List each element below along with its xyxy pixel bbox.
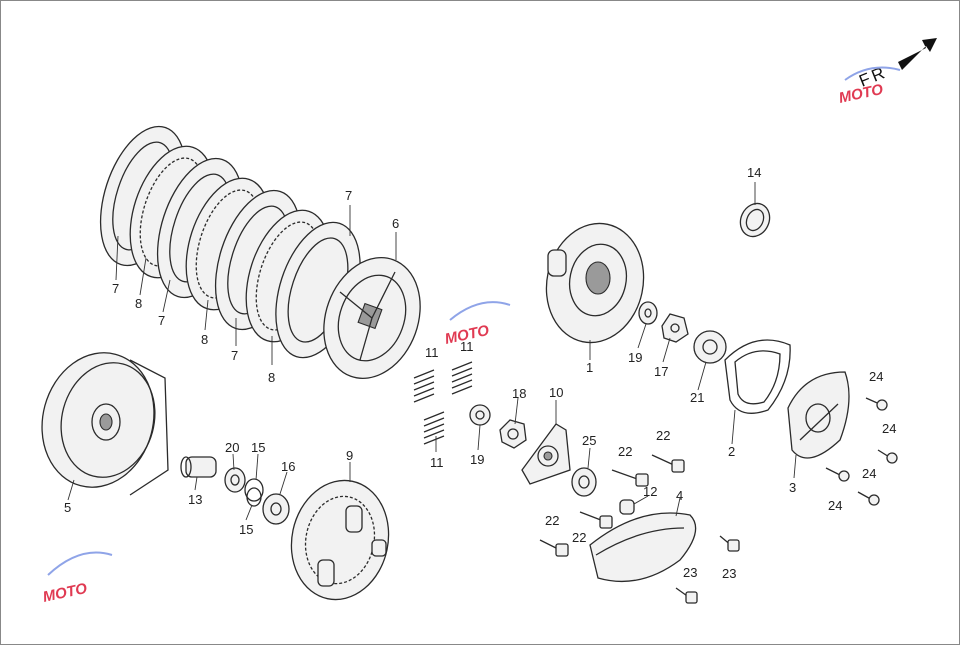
screw-24c — [825, 467, 850, 482]
callout-23: 23 — [722, 566, 736, 581]
leader-lines — [67, 182, 797, 521]
callout-1: 1 — [586, 360, 593, 375]
callout-20: 20 — [225, 440, 239, 455]
watermark-bottom-left: MOTO — [41, 551, 113, 606]
watermark-center: MOTO — [443, 301, 511, 348]
screw-24b — [877, 449, 898, 464]
clutch-hub — [545, 222, 645, 344]
spring-1 — [413, 369, 435, 403]
callout-19: 19 — [628, 350, 642, 365]
callout-22: 22 — [656, 428, 670, 443]
circlip-15b — [246, 487, 262, 507]
callout-4: 4 — [676, 488, 683, 503]
bolt-22b — [651, 454, 685, 473]
spring-2 — [451, 361, 473, 395]
callout-7: 7 — [345, 188, 352, 203]
callout-10: 10 — [549, 385, 563, 400]
washer-19b — [469, 404, 491, 426]
bush — [180, 456, 217, 478]
seal-21 — [693, 330, 727, 364]
washer-16 — [262, 493, 290, 525]
callout-19: 19 — [470, 452, 484, 467]
watermark-text: MOTO — [837, 81, 885, 107]
callout-18: 18 — [512, 386, 526, 401]
callout-24: 24 — [828, 498, 842, 513]
callout-22: 22 — [545, 513, 559, 528]
callout-15: 15 — [251, 440, 265, 455]
bearing-25 — [571, 467, 597, 497]
callout-7: 7 — [112, 281, 119, 296]
bolt-23a — [675, 587, 698, 604]
callout-11: 11 — [425, 345, 439, 360]
washer-19a — [638, 301, 658, 325]
callout-22: 22 — [572, 530, 586, 545]
callout-6: 6 — [392, 216, 399, 231]
callout-7: 7 — [231, 348, 238, 363]
callout-14: 14 — [747, 165, 761, 180]
oil-cover — [589, 512, 697, 583]
callout-11: 11 — [430, 455, 444, 470]
screw-24a — [865, 397, 888, 411]
bearing-plate — [521, 423, 571, 485]
callout-17: 17 — [654, 364, 668, 379]
callout-labels: 7 8 7 8 7 8 7 6 14 1 19 17 21 2 3 24 24 … — [64, 165, 896, 581]
callout-11: 11 — [460, 339, 474, 354]
callout-8: 8 — [201, 332, 208, 347]
clutch-basket — [41, 352, 169, 496]
callout-9: 9 — [346, 448, 353, 463]
screw-24d — [857, 491, 880, 506]
clutch-cover — [787, 371, 850, 459]
callout-2: 2 — [728, 444, 735, 459]
callout-8: 8 — [135, 296, 142, 311]
bolt-22c — [579, 511, 613, 529]
callout-24: 24 — [862, 466, 876, 481]
bolt-22d — [539, 539, 569, 557]
circlip-15a — [244, 478, 264, 502]
callout-12: 12 — [643, 484, 657, 499]
callout-24: 24 — [882, 421, 896, 436]
callout-8: 8 — [268, 370, 275, 385]
callout-24: 24 — [869, 369, 883, 384]
primary-gear — [290, 479, 390, 601]
callout-5: 5 — [64, 500, 71, 515]
callout-7: 7 — [158, 313, 165, 328]
callout-3: 3 — [789, 480, 796, 495]
nut-17 — [661, 313, 689, 343]
gasket — [724, 339, 791, 414]
callout-23: 23 — [683, 565, 697, 580]
pressure-plate — [323, 257, 421, 379]
callout-15: 15 — [239, 522, 253, 537]
callout-13: 13 — [188, 492, 202, 507]
bolt-23b — [719, 535, 740, 552]
callout-22: 22 — [618, 444, 632, 459]
arrow-icon — [898, 38, 937, 70]
spring-3 — [423, 411, 445, 445]
bolt-22a — [611, 469, 649, 487]
callout-16: 16 — [281, 459, 295, 474]
nut-18 — [499, 419, 527, 449]
washer-20 — [224, 467, 246, 493]
callout-25: 25 — [582, 433, 596, 448]
watermark-text: MOTO — [41, 580, 89, 606]
washer-14 — [739, 202, 771, 238]
dowel-pin-12 — [619, 499, 635, 515]
callout-21: 21 — [690, 390, 704, 405]
